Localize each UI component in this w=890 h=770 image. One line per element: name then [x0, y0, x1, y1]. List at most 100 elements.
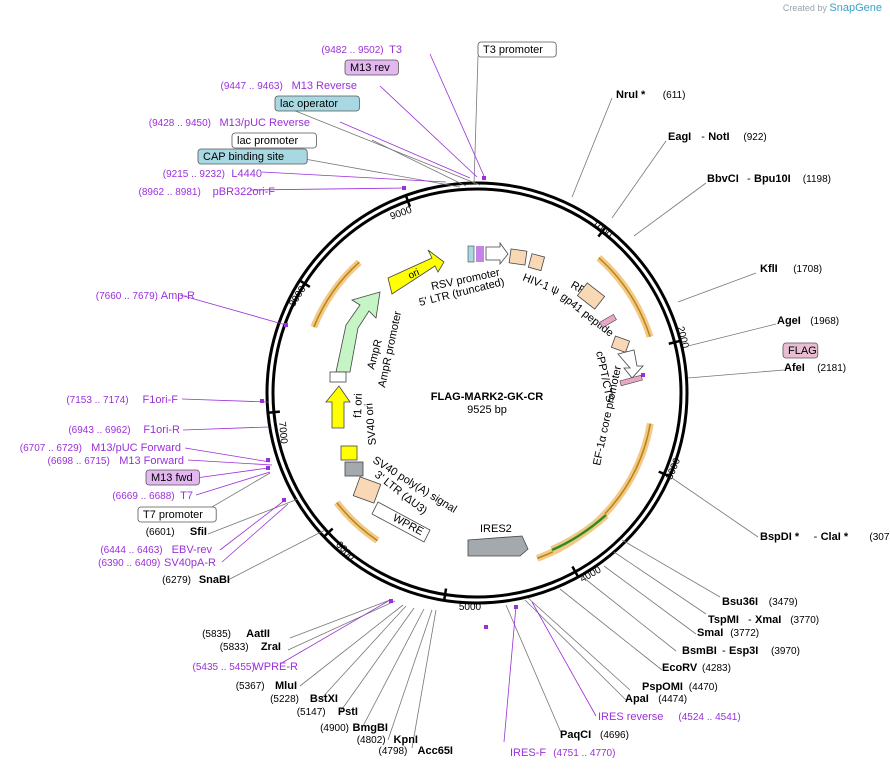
- enzyme-name[interactable]: AatII: [246, 628, 270, 640]
- enzyme-line: [277, 103, 481, 186]
- enzyme-name[interactable]: SmaI: [697, 627, 723, 639]
- primer-name[interactable]: F1ori-R: [143, 424, 180, 436]
- primer-name[interactable]: IRES reverse: [598, 711, 663, 723]
- primer-name[interactable]: WPRE-R: [253, 661, 298, 673]
- enzyme-name[interactable]: NotI: [708, 131, 729, 143]
- enzyme-name[interactable]: SfiI: [190, 526, 207, 538]
- watermark-created-by: Created by: [782, 3, 827, 13]
- enzyme-name[interactable]: BmgBI: [353, 722, 388, 734]
- enzyme-name[interactable]: Bpu10I: [754, 173, 791, 185]
- rre-box[interactable]: [527, 253, 546, 272]
- position-range: (5367): [236, 681, 265, 692]
- primer-name[interactable]: IRES-F: [510, 747, 546, 759]
- feature-box[interactable]: [197, 148, 308, 165]
- primer-name[interactable]: F1ori-F: [143, 394, 179, 406]
- orf-arc[interactable]: [536, 423, 652, 560]
- enzyme-name[interactable]: BspDI *: [760, 531, 800, 543]
- orf-arc[interactable]: [336, 502, 378, 542]
- enzyme-name[interactable]: ApaI: [625, 693, 649, 705]
- enzyme-name[interactable]: Esp3I: [729, 645, 758, 657]
- position-range: (4474): [658, 694, 687, 705]
- enzyme-name[interactable]: BstXI: [310, 693, 338, 705]
- ori-feature[interactable]: ori: [387, 249, 445, 295]
- primer-name[interactable]: M13/pUC Forward: [91, 442, 181, 454]
- green-orf-arc-inner: [551, 514, 607, 552]
- feature-box[interactable]: [344, 59, 399, 76]
- position-range: (7660 .. 7679): [96, 291, 158, 302]
- enzyme-line: [227, 529, 326, 581]
- position-range: (4470): [689, 682, 718, 693]
- tick-mark: [404, 194, 412, 208]
- feature-box-label: CAP binding site: [203, 151, 284, 163]
- feature-box[interactable]: [145, 469, 200, 486]
- primer-name[interactable]: Amp-R: [161, 290, 195, 302]
- feature-box-label: M13 rev: [350, 62, 390, 74]
- enzyme-name[interactable]: KpnI: [394, 734, 418, 746]
- primer-name[interactable]: EBV-rev: [172, 544, 213, 556]
- ires2-label: IRES2: [480, 523, 512, 535]
- enzyme-name[interactable]: AgeI: [777, 315, 801, 327]
- enzyme-line: [287, 155, 461, 188]
- primer-name[interactable]: pBR322ori-F: [213, 186, 276, 198]
- orf-arc[interactable]: [598, 257, 651, 337]
- enzyme-name[interactable]: NruI *: [616, 89, 646, 101]
- enzyme-name[interactable]: PspOMI: [642, 681, 683, 693]
- position-range: (1198): [803, 174, 831, 185]
- feature-box[interactable]: [231, 132, 317, 149]
- tick-mark: [571, 565, 580, 578]
- position-range: (5835): [202, 629, 231, 640]
- enzyme-name[interactable]: PstI: [338, 706, 358, 718]
- primer-marker: [282, 498, 286, 502]
- enzyme-name[interactable]: XmaI: [755, 614, 781, 626]
- primer-name[interactable]: T3: [389, 44, 402, 56]
- sv40-ori-box[interactable]: [340, 445, 358, 461]
- enzyme-name[interactable]: BbvCI: [707, 173, 739, 185]
- wpre-arrow[interactable]: [371, 501, 431, 543]
- enzyme-name[interactable]: ClaI *: [821, 531, 849, 543]
- feature-box[interactable]: [137, 506, 217, 523]
- primer-marker: [266, 466, 270, 470]
- rsv-promoter-arrow[interactable]: [485, 241, 509, 266]
- primer-line: [219, 499, 286, 551]
- flag-feature-box[interactable]: [619, 374, 643, 387]
- f1-ori-feature[interactable]: [325, 385, 351, 429]
- enzyme-name[interactable]: EagI: [668, 131, 691, 143]
- primer-line: [339, 121, 471, 179]
- gp41-box[interactable]: [576, 282, 606, 310]
- flag-small-box[interactable]: [599, 313, 617, 329]
- feature-box[interactable]: [782, 342, 819, 359]
- enzyme-name[interactable]: TspMI: [708, 614, 739, 626]
- enzyme-name[interactable]: Acc65I: [418, 745, 453, 757]
- feature-box[interactable]: [274, 95, 360, 112]
- enzyme-name[interactable]: BsmBI: [682, 645, 717, 657]
- cppt-box[interactable]: [610, 335, 631, 353]
- enzyme-name[interactable]: SnaBI: [199, 574, 230, 586]
- primer-name[interactable]: T7: [180, 490, 193, 502]
- enzyme-name[interactable]: ZraI: [261, 641, 281, 653]
- enzyme-name[interactable]: PaqCI: [560, 729, 591, 741]
- enzyme-name[interactable]: AfeI: [784, 362, 805, 374]
- primer-name[interactable]: M13 Forward: [119, 455, 184, 467]
- orf-arc[interactable]: [313, 261, 360, 328]
- primer-name[interactable]: SV40pA-R: [164, 557, 216, 569]
- primer-name[interactable]: M13/pUC Reverse: [220, 117, 310, 129]
- ampr-arrow: [335, 291, 381, 373]
- ampr-feature[interactable]: [329, 291, 381, 383]
- enzyme-name[interactable]: MluI: [275, 680, 297, 692]
- hiv-psi-box[interactable]: [508, 248, 528, 266]
- ires2-arrow[interactable]: [467, 535, 529, 557]
- primer-name[interactable]: L4440: [231, 168, 262, 180]
- enzyme-name[interactable]: KflI: [760, 263, 778, 275]
- ef1a-promoter-arrow[interactable]: [617, 349, 644, 379]
- enzyme-name[interactable]: EcoRV: [662, 662, 698, 674]
- ltr3-box[interactable]: [352, 476, 382, 504]
- position-range: (5833): [220, 642, 249, 653]
- sv40-pa-box[interactable]: [344, 461, 364, 477]
- tick-label: 7000: [276, 421, 289, 445]
- enzyme-name[interactable]: Bsu36I: [722, 596, 758, 608]
- f1-ori-arrow: [325, 385, 351, 429]
- rsv-stack[interactable]: [467, 245, 475, 263]
- feature-box[interactable]: [477, 41, 557, 58]
- position-range: (9215 .. 9232): [163, 169, 225, 180]
- primer-name[interactable]: M13 Reverse: [292, 80, 357, 92]
